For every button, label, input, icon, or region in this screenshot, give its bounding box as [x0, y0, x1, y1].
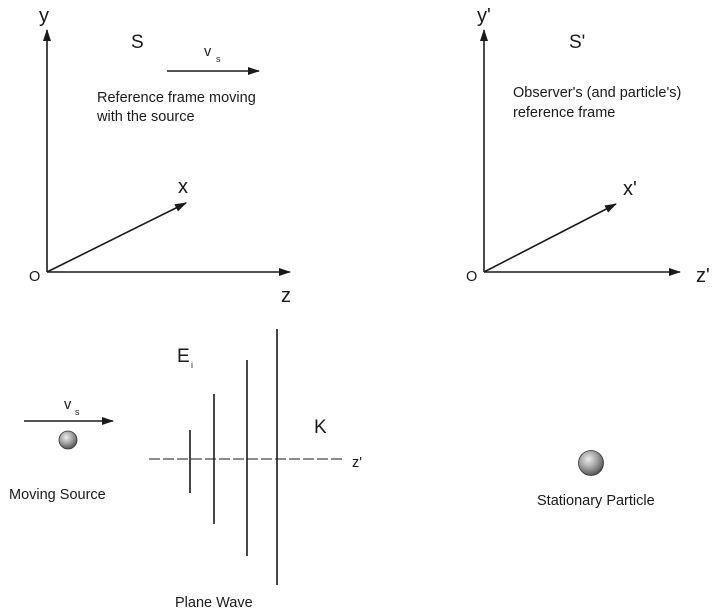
stationary-particle-label: Stationary Particle: [537, 493, 655, 509]
sp-description-line2: reference frame: [513, 105, 615, 121]
s-origin-label: O: [29, 269, 40, 285]
source-sphere: [58, 430, 78, 450]
sp-x-axis: [483, 203, 617, 273]
source-velocity-label: v: [64, 397, 72, 413]
plane-wave-label: Plane Wave: [175, 595, 253, 610]
s-x-axis-label: x: [178, 176, 188, 198]
moving-source-label: Moving Source: [9, 487, 106, 503]
s-velocity-subscript: s: [216, 54, 221, 64]
s-description-line1: Reference frame moving: [97, 90, 256, 106]
s-velocity-label: v: [204, 44, 212, 60]
sp-frame-name: S': [569, 32, 585, 53]
field-label: E: [177, 346, 190, 367]
propagation-axis-label: z': [352, 455, 362, 471]
s-description-line2: with the source: [96, 109, 195, 125]
wave-vector-label: K: [314, 417, 327, 438]
frame-s-prime: y' x' z' O S' Observer's (and particle's…: [466, 5, 710, 287]
sp-y-axis-label: y': [477, 5, 491, 27]
lower-scene: v s Moving Source E i z' Plane Wave K St…: [9, 329, 655, 610]
s-y-axis-label: y: [39, 5, 49, 27]
sp-z-axis-label: z': [696, 265, 710, 287]
frame-s: y x z O S v s Reference frame moving wit…: [29, 5, 291, 307]
sp-x-axis-label: x': [623, 178, 637, 200]
s-frame-name: S: [131, 32, 144, 53]
source-velocity-subscript: s: [75, 407, 80, 417]
field-subscript: i: [191, 360, 193, 370]
s-z-axis-label: z: [281, 285, 291, 307]
s-x-axis: [46, 202, 187, 273]
particle-sphere: [578, 450, 604, 476]
sp-description-line1: Observer's (and particle's): [513, 85, 681, 101]
sp-origin-label: O: [466, 269, 477, 285]
